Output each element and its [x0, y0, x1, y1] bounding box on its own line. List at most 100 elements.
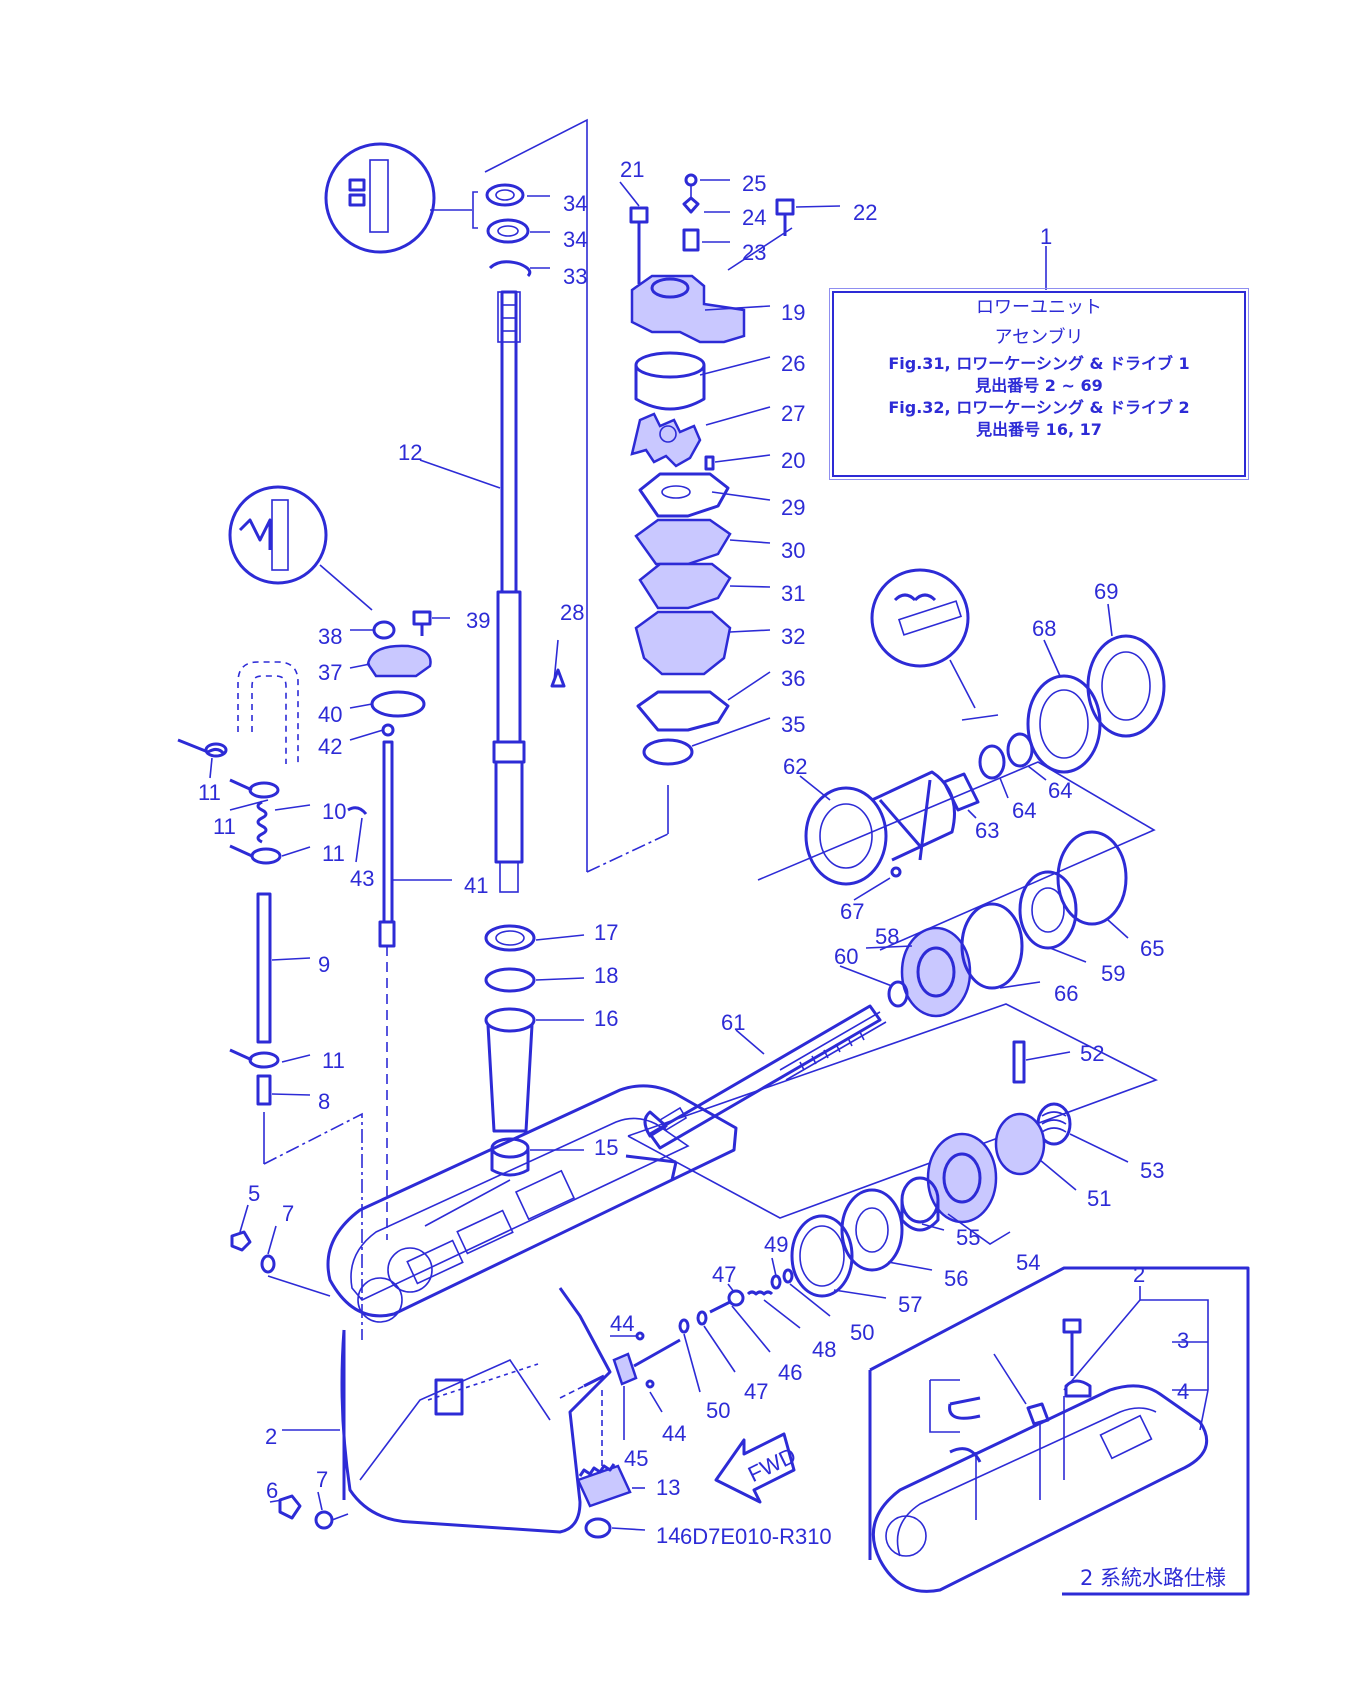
part-number-label: 67 [840, 899, 864, 924]
part-number-label: 16 [594, 1006, 618, 1031]
part-number-label: 2 [1133, 1262, 1145, 1287]
part-number-label: 66 [1054, 981, 1078, 1006]
part-number-label: 48 [812, 1337, 836, 1362]
part-number-label: 59 [1101, 961, 1125, 986]
part-number-label: 29 [781, 495, 805, 520]
part-number-label: 7 [282, 1201, 294, 1226]
part-number-label: 14 [656, 1523, 680, 1548]
part-number-label: 39 [466, 608, 490, 633]
part-number-label: 36 [781, 666, 805, 691]
water-pump-assembly [629, 173, 795, 766]
part-number-label: 15 [594, 1135, 618, 1160]
part-number-label: 61 [721, 1010, 745, 1035]
legend-subtitle: アセンブリ [994, 327, 1084, 348]
part-number-label: 49 [764, 1232, 788, 1257]
part-number-label: 19 [781, 300, 805, 325]
part-number-label: 25 [742, 171, 766, 196]
part-number-label: 38 [318, 624, 342, 649]
callout-labels: 1223456778910111111111213141516171819202… [198, 157, 1189, 1548]
legend-fig31: Fig.31, ロワーケーシング & ドライブ 1 [888, 354, 1190, 373]
part-number-label: 32 [781, 624, 805, 649]
part-number-label: 34 [563, 191, 587, 216]
part-number-label: 8 [318, 1089, 330, 1114]
part-number-label: 7 [316, 1467, 328, 1492]
diagram-code: 6D7E010-R310 [680, 1524, 832, 1549]
part-number-label: 24 [742, 205, 766, 230]
legend-title: ロワーユニット [976, 297, 1102, 318]
part-number-label: 60 [834, 944, 858, 969]
part-number-label: 23 [742, 240, 766, 265]
part-number-label: 54 [1016, 1250, 1040, 1275]
part-number-label: 55 [956, 1225, 980, 1250]
bearing-housing [799, 603, 1166, 901]
part-number-label: 63 [975, 818, 999, 843]
grease-callout-left [228, 485, 373, 611]
part-number-label: 44 [662, 1421, 686, 1446]
part-number-label: 47 [712, 1262, 736, 1287]
part-number-label: 51 [1087, 1186, 1111, 1211]
part-number-label: 6 [266, 1478, 278, 1503]
shift-plunger-parts [559, 1257, 831, 1440]
part-number-label: 5 [248, 1181, 260, 1206]
part-number-label: 64 [1048, 778, 1072, 803]
part-number-label: 53 [1140, 1158, 1164, 1183]
driveshaft-lower-parts [424, 924, 585, 1227]
part-number-label: 52 [1080, 1041, 1104, 1066]
reverse-gear-parts [790, 1040, 1129, 1299]
part-number-label: 64 [1012, 798, 1036, 823]
part-number-label: 18 [594, 963, 618, 988]
part-number-label: 47 [744, 1379, 768, 1404]
part-number-label: 13 [656, 1475, 680, 1500]
oil-seals-34 [485, 183, 532, 278]
water-pump-leaders [550, 179, 841, 747]
part-number-label: 62 [783, 754, 807, 779]
part-number-label: 12 [398, 440, 422, 465]
part-number-label: 30 [781, 538, 805, 563]
part-number-label: 65 [1140, 936, 1164, 961]
part-number-label: 34 [563, 227, 587, 252]
casing-bolts [230, 1204, 349, 1530]
part-number-label: 56 [944, 1266, 968, 1291]
part-number-label: 50 [850, 1320, 874, 1345]
drive-shaft [492, 290, 526, 893]
legend-fig31-range: 見出番号 2 ~ 69 [975, 376, 1103, 395]
grease-callout-right [870, 568, 999, 721]
part-number-label: 35 [781, 712, 805, 737]
part-number-label: 31 [781, 581, 805, 606]
part-number-label: 28 [560, 600, 584, 625]
pinion-and-nut [576, 1390, 646, 1539]
forward-gear-parts [839, 830, 1129, 1018]
part-number-label: 68 [1032, 616, 1056, 641]
part-number-label: 21 [620, 157, 644, 182]
part-number-label: 22 [853, 200, 877, 225]
part-number-label: 58 [875, 924, 899, 949]
shift-rod-assembly [347, 610, 452, 1240]
legend-fig32-range: 見出番号 16, 17 [976, 420, 1102, 439]
part-number-label: 20 [781, 448, 805, 473]
part-number-label: 45 [624, 1446, 648, 1471]
part-number-label: 11 [322, 841, 345, 866]
part-number-label: 42 [318, 734, 342, 759]
part-number-label: 1 [1040, 224, 1052, 249]
part-number-label: 69 [1094, 579, 1118, 604]
propeller-shaft [643, 1004, 887, 1150]
part-number-label: 40 [318, 702, 342, 727]
part-number-label: 33 [563, 264, 587, 289]
variant-note: 2 系統水路仕様 [1080, 1566, 1227, 1590]
fwd-arrow-icon: FWD [714, 1432, 800, 1504]
grease-callout-top [324, 142, 478, 254]
part-number-label: 57 [898, 1292, 922, 1317]
part-number-label: 43 [350, 866, 374, 891]
legend-fig32: Fig.32, ロワーケーシング & ドライブ 2 [888, 398, 1190, 417]
part-number-label: 17 [594, 920, 618, 945]
part-number-label: 11 [198, 780, 221, 805]
lower-casing [282, 1084, 738, 1534]
part-number-label: 50 [706, 1398, 730, 1423]
part-number-label: 4 [1177, 1379, 1189, 1404]
driveshaft-bracket [484, 118, 669, 873]
part-number-label: 41 [464, 873, 488, 898]
part-number-label: 11 [213, 814, 236, 839]
part-number-label: 3 [1177, 1328, 1189, 1353]
part-number-label: 10 [322, 799, 346, 824]
